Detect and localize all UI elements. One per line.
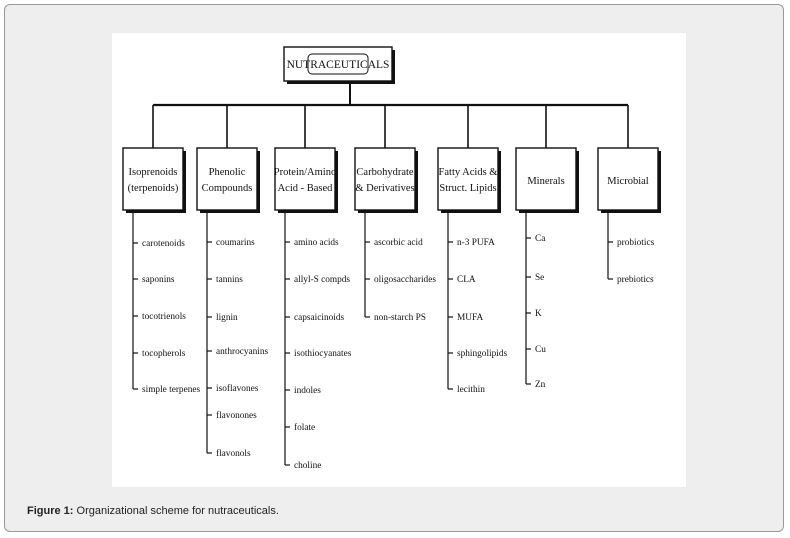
root-box: [283, 46, 393, 82]
category-box: [274, 147, 336, 211]
category-item-label: K: [535, 309, 542, 319]
category-heading-line: Carbohydrate: [356, 167, 413, 178]
category-heading-line: Struct. Lipids: [439, 183, 496, 194]
category-item-label: indoles: [294, 386, 321, 396]
category-item-label: prebiotics: [617, 275, 654, 285]
category-item-label: Se: [535, 273, 544, 283]
category-box: [122, 147, 184, 211]
category-box: [196, 147, 258, 211]
category-heading-line: (terpenoids): [128, 183, 179, 194]
category-item-label: lecithin: [457, 385, 485, 395]
category-item-label: amino acids: [294, 238, 339, 248]
category-box: [437, 147, 499, 211]
caption-label: Figure 1:: [27, 505, 74, 517]
category-item-label: MUFA: [457, 313, 483, 323]
figure-panel: NUTRACEUTICALS Isoprenoids (terpenoids) car…: [4, 4, 784, 532]
category-item-label: non-starch PS: [374, 313, 426, 323]
category-heading-line: & Derivatives: [355, 183, 414, 194]
category-item-label: tocopherols: [142, 349, 186, 359]
category-item-label: isoflavones: [216, 383, 259, 394]
category-item-label: capsaicinoids: [294, 313, 344, 323]
category-heading-line: Fatty Acids &: [439, 167, 498, 178]
category-item-label: lignin: [216, 313, 238, 323]
category-item-label: flavonols: [216, 448, 251, 459]
category-heading-line: Acid - Based: [278, 183, 334, 194]
category-box: [354, 147, 416, 211]
category-box: [597, 147, 659, 211]
category-item-label: n-3 PUFA: [457, 238, 495, 248]
category-item-label: carotenoids: [142, 239, 185, 249]
category-item-label: ascorbic acid: [374, 238, 423, 248]
category-item-label: Ca: [535, 234, 545, 244]
category-item-label: choline: [294, 461, 321, 471]
category-item-label: probiotics: [617, 238, 655, 248]
category-heading-line: Compounds: [202, 183, 253, 194]
category-heading-line: Microbial: [607, 176, 648, 187]
caption-text: Organizational scheme for nutraceuticals…: [73, 505, 279, 517]
category-item-label: folate: [294, 422, 315, 433]
category-item-label: Cu: [535, 345, 546, 355]
category-heading-line: Minerals: [527, 176, 564, 187]
nutraceuticals-diagram: NUTRACEUTICALS Isoprenoids (terpenoids) car…: [112, 33, 686, 487]
root-label: NUTRACEUTICALS: [287, 59, 390, 71]
organizational-scheme-svg: NUTRACEUTICALS Isoprenoids (terpenoids) car…: [122, 46, 661, 471]
category-item-label: CLA: [457, 275, 476, 285]
category-item-label: sphingolipids: [457, 349, 507, 359]
category-item-label: tannins: [216, 275, 243, 285]
figure-caption: Figure 1: Organizational scheme for nutr…: [27, 505, 279, 517]
category-item-label: isothiocyanates: [294, 349, 352, 359]
category-item-label: oligosaccharides: [374, 275, 436, 285]
category-heading-line: Phenolic: [209, 167, 246, 178]
category-heading-line: Isoprenoids: [129, 167, 178, 178]
category-item-label: coumarins: [216, 238, 255, 248]
category-item-label: Zn: [535, 380, 546, 390]
root-inner-frame: [307, 53, 369, 75]
category-item-label: saponins: [142, 275, 175, 285]
category-item-label: tocotrienols: [142, 312, 186, 322]
category-heading-line: Protein/Amino: [274, 167, 336, 178]
category-item-label: allyl-S compds: [294, 275, 350, 285]
category-box: [515, 147, 577, 211]
category-item-label: simple terpenes: [142, 385, 200, 395]
category-item-label: anthrocyanins: [216, 347, 269, 357]
category-item-label: flavonones: [216, 410, 257, 421]
